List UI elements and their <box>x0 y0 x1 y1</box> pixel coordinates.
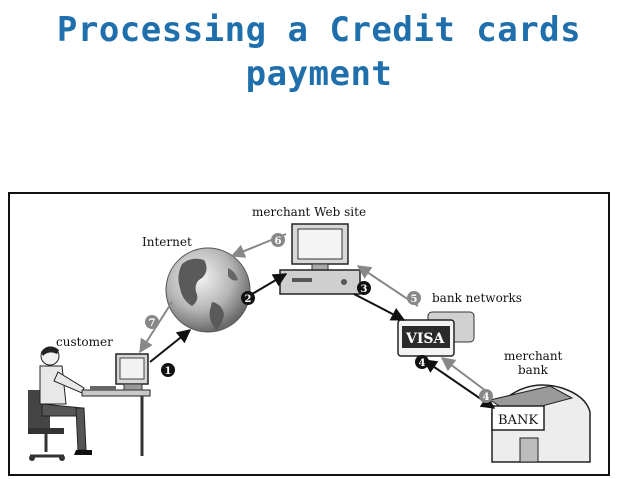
internet-globe <box>165 247 251 333</box>
svg-text:2: 2 <box>245 294 252 305</box>
svg-text:3: 3 <box>361 284 368 295</box>
arrow-step-1 <box>149 329 192 363</box>
title-line-2: payment <box>245 54 393 94</box>
svg-text:6: 6 <box>275 236 282 247</box>
merchant-bank-building: BANK <box>488 384 591 463</box>
step-badge-5: 5 <box>407 291 421 305</box>
bank-sign-text: BANK <box>498 413 538 428</box>
merchant-computer <box>279 223 361 295</box>
arrow-step-3 <box>353 293 406 321</box>
bank-networks-label: bank networks <box>432 291 522 305</box>
internet-label: Internet <box>142 235 192 249</box>
step-badge-4b: 4 <box>479 389 493 403</box>
arrow-step-4-gray <box>440 357 491 395</box>
svg-text:4: 4 <box>483 392 490 403</box>
svg-text:7: 7 <box>149 318 156 329</box>
step-badge-3: 3 <box>357 281 371 295</box>
step-badge-2: 2 <box>241 291 255 305</box>
title-line-1: Processing a Credit cards <box>56 10 582 50</box>
visa-logo-text: VISA <box>405 331 446 347</box>
customer-figure <box>28 346 151 461</box>
step-badge-6: 6 <box>271 233 285 247</box>
merchant-bank-label-1: merchant <box>504 349 563 363</box>
customer-label: customer <box>56 335 113 349</box>
payment-diagram: Internet merchant Web site <box>8 192 610 476</box>
svg-text:4: 4 <box>419 358 426 369</box>
merchant-site-label: merchant Web site <box>252 205 366 219</box>
svg-text:1: 1 <box>165 366 172 377</box>
merchant-bank-label-2: bank <box>518 363 549 377</box>
svg-text:5: 5 <box>411 294 418 305</box>
step-badge-1: 1 <box>161 363 175 377</box>
slide-title: Processing a Credit cards payment <box>0 8 638 96</box>
step-badge-4a: 4 <box>415 355 429 369</box>
step-badge-7: 7 <box>145 315 159 329</box>
visa-card-reader: VISA <box>397 311 475 357</box>
